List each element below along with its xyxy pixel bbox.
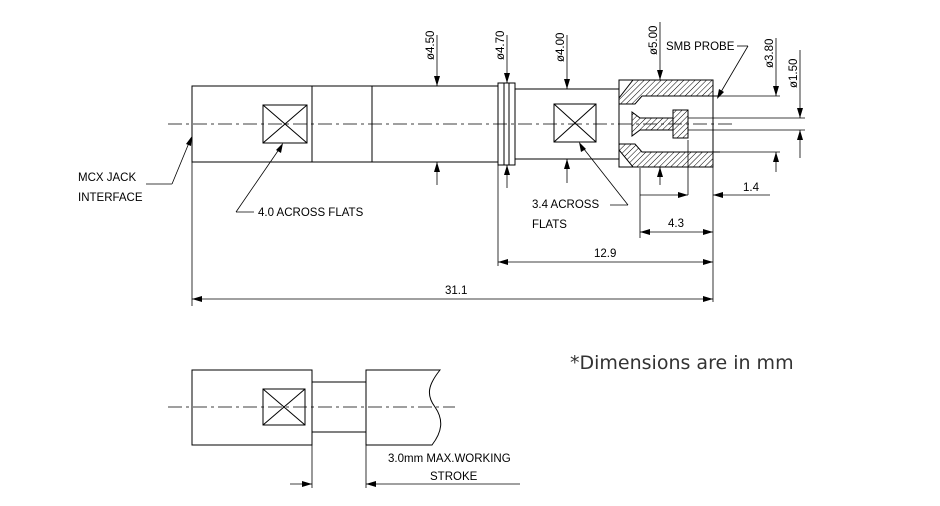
dia-450-callout: ø4.50	[425, 31, 440, 185]
dia-450-label: ø4.50	[425, 31, 437, 60]
stroke-label-line2: STROKE	[430, 471, 478, 483]
dim-31-1: 31.1	[191, 162, 713, 306]
dia-150-label: ø1.50	[788, 59, 800, 88]
dim-31-1-label: 31.1	[445, 285, 467, 297]
dia-400-callout: ø4.00	[555, 33, 570, 183]
stroke-view: 3.0mm MAX.WORKING STROKE	[168, 369, 520, 488]
units-note: *Dimensions are in mm	[570, 352, 794, 374]
dia-400-label: ø4.00	[555, 33, 567, 62]
stroke-view-plunger-break	[365, 369, 442, 446]
dim-12-9-label: 12.9	[594, 248, 616, 260]
flats-square-small	[553, 103, 597, 143]
dim-1-4-label: 1.4	[743, 182, 760, 194]
dia-470-label: ø4.70	[495, 31, 507, 60]
stroke-label-line1: 3.0mm MAX.WORKING	[388, 453, 511, 465]
dia-500-callout: ø5.00	[648, 22, 663, 185]
main-part	[168, 79, 735, 168]
stroke-view-flats-square	[262, 388, 306, 426]
dia-150-callout: ø1.50	[730, 50, 805, 158]
smb-probe-head	[618, 79, 730, 168]
dia-470-callout: ø4.70	[495, 31, 510, 188]
dim-4-3: 4.3	[639, 168, 713, 238]
mcx-jack-leader: MCX JACK INTERFACE	[78, 136, 192, 204]
stroke-view-body	[191, 369, 313, 446]
dia-380-callout: ø3.80	[720, 38, 780, 172]
smb-probe-label: SMB PROBE	[666, 41, 735, 53]
mcx-jack-label-line1: MCX JACK	[78, 172, 136, 184]
smb-probe-leader: SMB PROBE	[666, 41, 749, 99]
dia-500-label: ø5.00	[648, 26, 660, 55]
across-flats-small-leader: 3.4 ACROSS FLATS	[532, 142, 629, 231]
dim-1-4: 1.4	[640, 140, 770, 232]
across-flats-large-label: 4.0 ACROSS FLATS	[258, 207, 364, 219]
dim-12-9: 12.9	[497, 165, 714, 302]
flats-square-large	[262, 104, 308, 144]
across-flats-small-label-line2: FLATS	[532, 219, 567, 231]
dim-4-3-label: 4.3	[668, 218, 684, 230]
across-flats-large-leader: 4.0 ACROSS FLATS	[235, 143, 364, 219]
mcx-jack-label-line2: INTERFACE	[78, 192, 143, 204]
across-flats-small-label-line1: 3.4 ACROSS	[532, 199, 599, 211]
dia-380-label: ø3.80	[764, 39, 776, 68]
